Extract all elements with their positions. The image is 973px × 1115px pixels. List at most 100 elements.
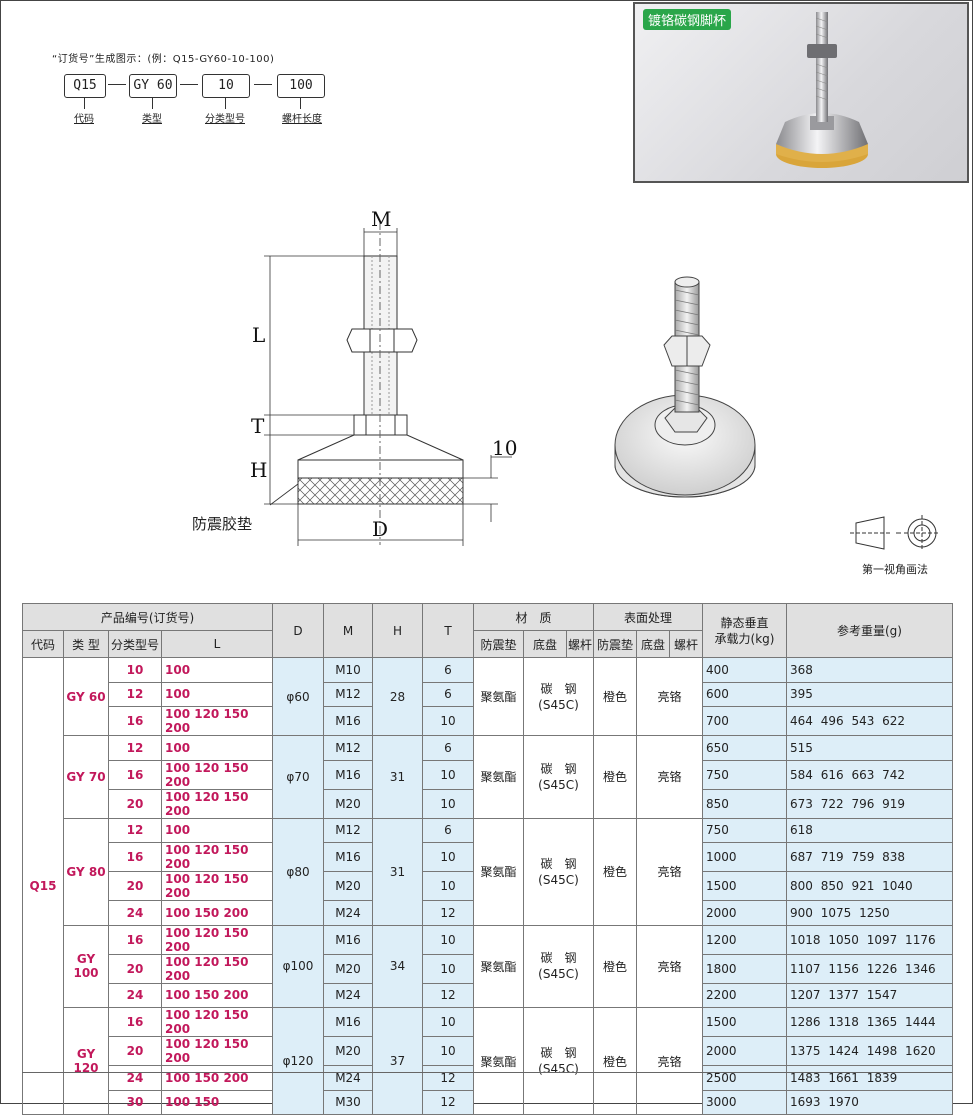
- t-cell: 10: [422, 1036, 474, 1066]
- subtype-cell: 16: [108, 924, 162, 955]
- subtype-cell: 16: [108, 1007, 162, 1037]
- diameter-cell: φ60: [272, 657, 324, 736]
- t-cell: 12: [422, 1065, 474, 1091]
- height-cell: 31: [372, 735, 423, 819]
- t-cell: 10: [422, 706, 474, 736]
- first-angle-symbol-icon: [850, 515, 940, 551]
- weight-cell: 1693 1970: [786, 1089, 953, 1115]
- pad-color-cell: 橙色: [593, 657, 637, 736]
- t-cell: 10: [422, 788, 474, 819]
- weight-cell: 900 1075 1250: [786, 900, 953, 926]
- order-code-label-code: 代码: [74, 114, 94, 125]
- order-code-box-type: GY 60: [129, 74, 177, 98]
- load-cell: 650: [702, 735, 787, 761]
- length-cell: 100 120 150 200: [161, 842, 273, 872]
- type-cell: GY 60: [63, 657, 109, 736]
- weight-cell: 368: [786, 657, 953, 683]
- t-cell: 10: [422, 1007, 474, 1037]
- dim-10-label: 10: [492, 436, 517, 460]
- load-cell: 750: [702, 817, 787, 843]
- type-cell: GY 70: [63, 735, 109, 819]
- weight-cell: 673 722 796 919: [786, 788, 953, 819]
- order-code-label-type: 类型: [142, 114, 162, 125]
- length-cell: 100 120 150 200: [161, 953, 273, 984]
- header-D: D: [272, 603, 324, 658]
- thread-cell: M24: [323, 982, 373, 1008]
- subtype-cell: 12: [108, 817, 162, 843]
- pad-material-cell: 聚氨酯: [473, 817, 524, 926]
- length-cell: 100 150 200: [161, 982, 273, 1008]
- length-cell: 100 120 150 200: [161, 788, 273, 819]
- order-code-tick: [225, 97, 226, 109]
- subtype-cell: 20: [108, 1036, 162, 1066]
- t-cell: 10: [422, 871, 474, 901]
- code-cell: Q15: [22, 657, 64, 1115]
- length-cell: 100: [161, 735, 273, 761]
- thread-cell: M20: [323, 953, 373, 984]
- order-code-box-subtype: 10: [202, 74, 250, 98]
- pad-material-cell: 聚氨酯: [473, 924, 524, 1008]
- weight-cell: 1207 1377 1547: [786, 982, 953, 1008]
- length-cell: 100 120 150 200: [161, 924, 273, 955]
- length-cell: 100 120 150 200: [161, 871, 273, 901]
- header-base2: 底盘: [636, 630, 670, 658]
- diameter-cell: φ80: [272, 817, 324, 926]
- load-cell: 2200: [702, 982, 787, 1008]
- t-cell: 12: [422, 900, 474, 926]
- length-cell: 100 120 150 200: [161, 706, 273, 736]
- weight-cell: 618: [786, 817, 953, 843]
- t-cell: 6: [422, 817, 474, 843]
- header-product-no: 产品编号(订货号): [22, 603, 273, 631]
- header-code: 代码: [22, 630, 64, 658]
- order-code-dash: [108, 84, 126, 85]
- load-cell: 750: [702, 759, 787, 790]
- t-cell: 12: [422, 1089, 474, 1115]
- header-type: 类 型: [63, 630, 109, 658]
- length-cell: 100 150 200: [161, 900, 273, 926]
- order-code-label-subtype: 分类型号: [205, 114, 245, 125]
- subtype-cell: 20: [108, 871, 162, 901]
- t-cell: 10: [422, 842, 474, 872]
- header-pad2: 防震垫: [593, 630, 637, 658]
- weight-cell: 1018 1050 1097 1176: [786, 924, 953, 955]
- pad-color-cell: 橙色: [593, 817, 637, 926]
- weight-cell: 515: [786, 735, 953, 761]
- weight-cell: 395: [786, 681, 953, 707]
- diameter-cell: φ70: [272, 735, 324, 819]
- diameter-cell: φ100: [272, 924, 324, 1008]
- length-cell: 100 150: [161, 1089, 273, 1115]
- t-cell: 10: [422, 924, 474, 955]
- thread-cell: M24: [323, 900, 373, 926]
- thread-cell: M10: [323, 657, 373, 683]
- thread-cell: M16: [323, 759, 373, 790]
- thread-cell: M16: [323, 842, 373, 872]
- thread-cell: M24: [323, 1065, 373, 1091]
- subtype-cell: 30: [108, 1089, 162, 1115]
- header-H: H: [372, 603, 423, 658]
- header-M: M: [323, 603, 373, 658]
- length-cell: 100 120 150 200: [161, 1036, 273, 1066]
- pad-material-cell: 聚氨酯: [473, 657, 524, 736]
- order-code-box-length: 100: [277, 74, 325, 98]
- header-subtype: 分类型号: [108, 630, 162, 658]
- header-L: L: [161, 630, 273, 658]
- pad-color-cell: 橙色: [593, 924, 637, 1008]
- type-cell: GY 100: [63, 924, 109, 1008]
- height-cell: 34: [372, 924, 423, 1008]
- base-material-cell: 碳 钢 (S45C): [523, 657, 594, 736]
- order-code-box-code: Q15: [64, 74, 106, 98]
- length-cell: 100 120 150 200: [161, 1007, 273, 1037]
- photo-label: 镀铬碳钢脚杯: [643, 9, 732, 30]
- type-cell: GY 120: [63, 1007, 109, 1115]
- length-cell: 100: [161, 817, 273, 843]
- subtype-cell: 10: [108, 657, 162, 683]
- order-code-label-length: 螺杆长度: [282, 114, 322, 125]
- dimension-lines: [264, 228, 512, 546]
- load-cell: 700: [702, 706, 787, 736]
